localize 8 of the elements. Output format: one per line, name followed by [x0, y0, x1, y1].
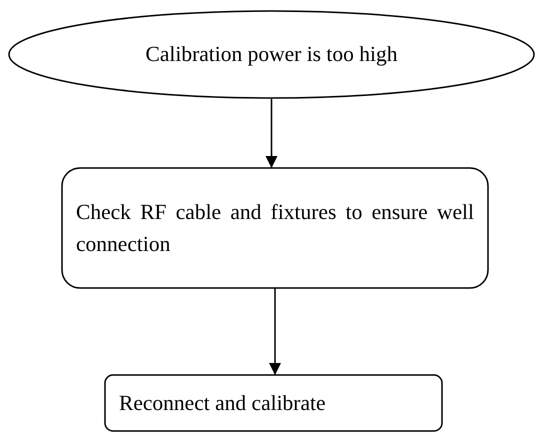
- node-text: Reconnect and calibrate: [119, 390, 326, 417]
- arrow: [266, 99, 278, 168]
- process-box: [104, 374, 443, 432]
- node-text: Check RF cable and fixtures to ensure well connection: [76, 198, 474, 258]
- node-text: Calibration power is too high: [146, 41, 398, 68]
- process-box: [61, 167, 489, 289]
- terminal-ellipse: [8, 10, 535, 99]
- arrow: [269, 288, 281, 375]
